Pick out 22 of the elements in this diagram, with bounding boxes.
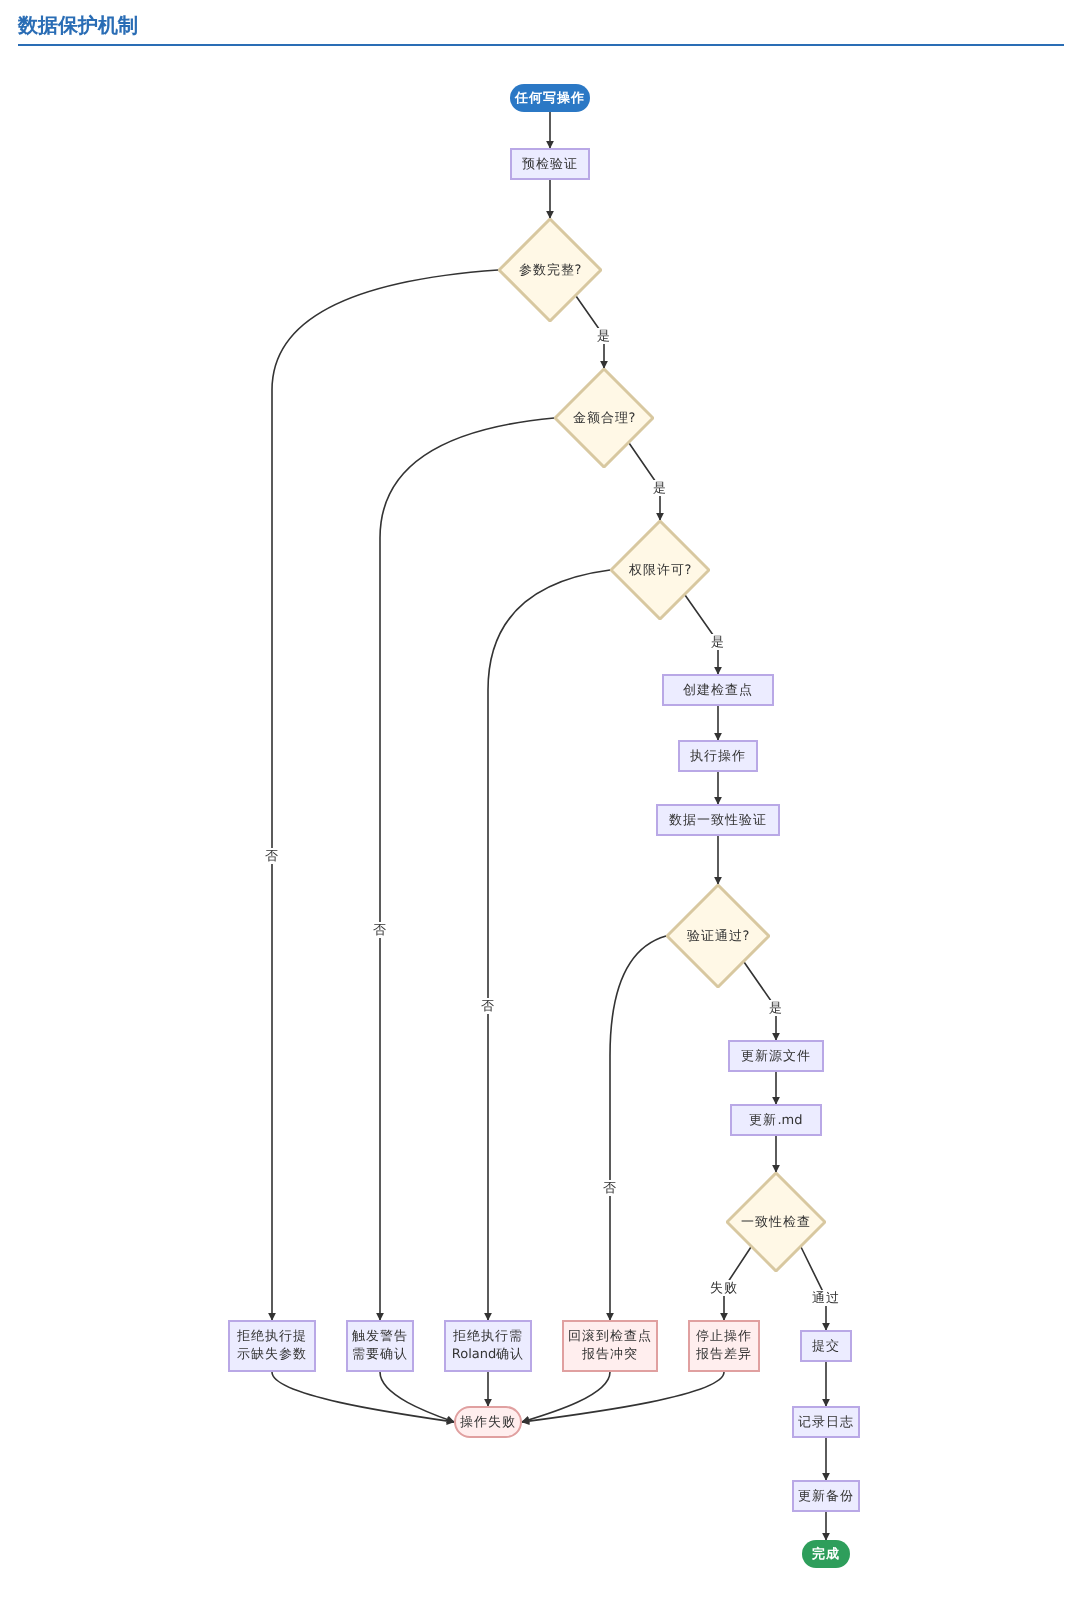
arrow <box>521 1371 725 1425</box>
arrow <box>376 417 555 1321</box>
arrow <box>546 111 554 149</box>
arrow <box>822 1511 830 1541</box>
arrow <box>484 1371 492 1407</box>
arrow <box>521 1371 611 1424</box>
arrow <box>772 1135 780 1173</box>
arrow <box>379 1371 455 1424</box>
arrow <box>822 1437 830 1481</box>
arrow <box>268 269 499 1321</box>
arrow <box>800 1246 830 1331</box>
arrow <box>484 569 611 1321</box>
arrow <box>271 1371 455 1425</box>
arrow <box>714 705 722 741</box>
arrow <box>714 771 722 805</box>
arrow <box>606 935 667 1321</box>
arrow <box>720 1246 752 1321</box>
arrow <box>772 1071 780 1105</box>
arrow <box>546 179 554 219</box>
diagram-title: 数据保护机制 <box>18 12 138 40</box>
arrow <box>714 835 722 885</box>
arrow <box>822 1361 830 1407</box>
